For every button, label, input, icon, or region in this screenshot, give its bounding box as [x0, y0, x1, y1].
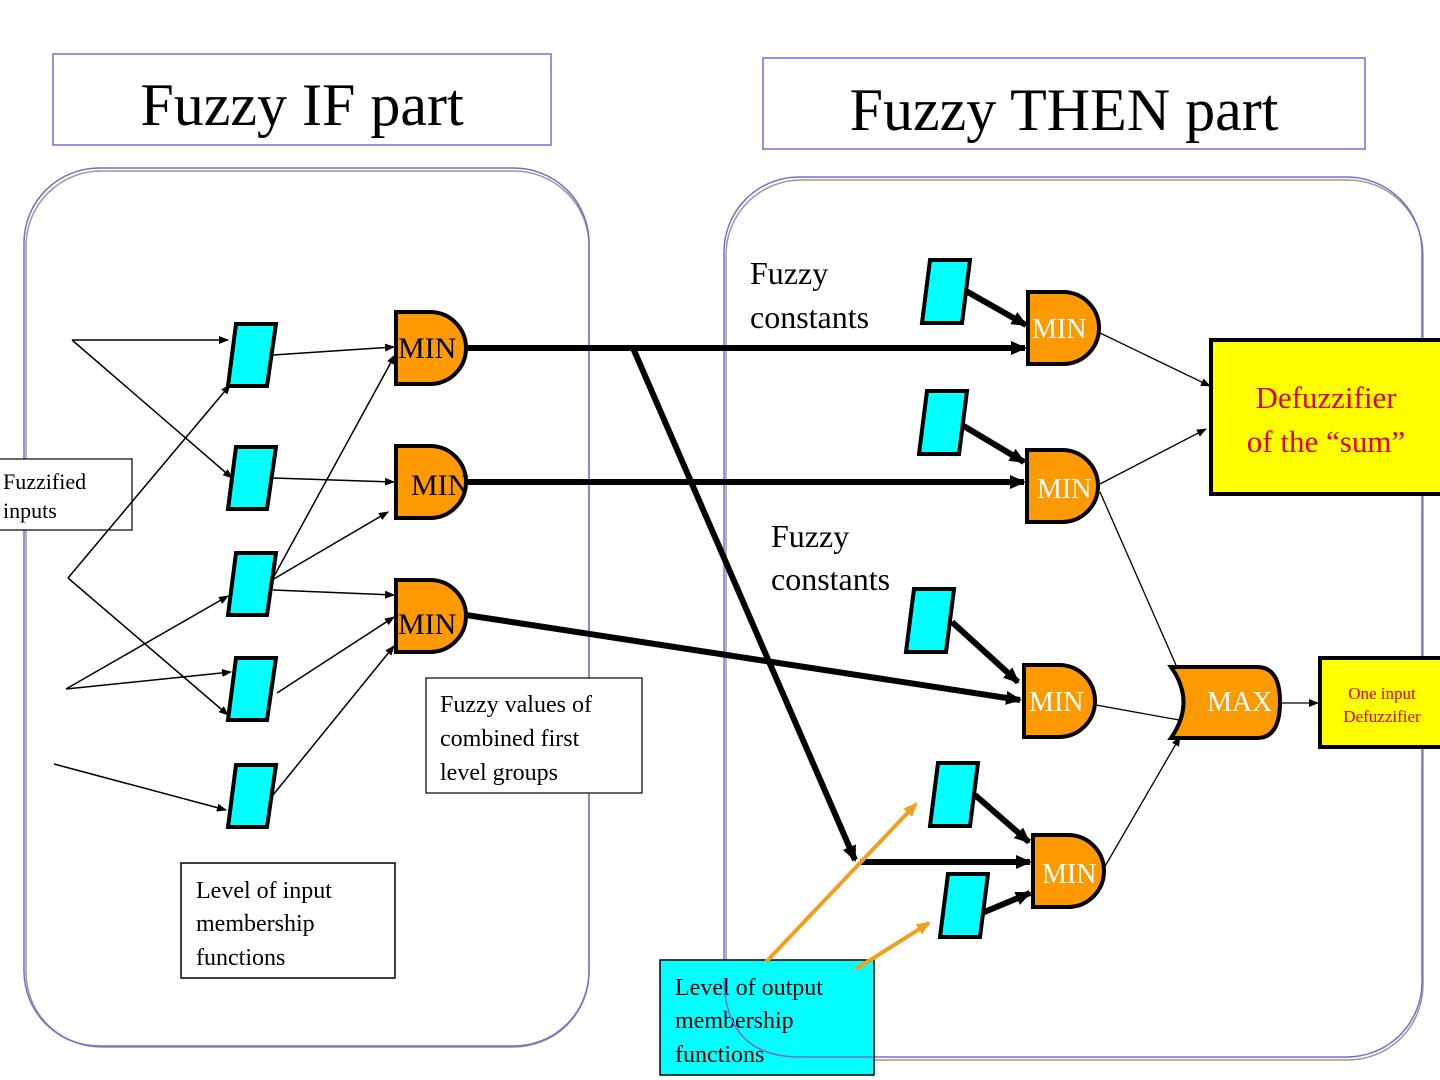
- membership-function-5: [225, 763, 279, 829]
- svg-text:Fuzzified: Fuzzified: [3, 469, 86, 494]
- membership-function-2: [225, 445, 279, 511]
- svg-text:constants: constants: [750, 299, 869, 335]
- fuzzified-inputs-label: Fuzzified inputs: [0, 458, 133, 531]
- if-part-title: Fuzzy IF part: [140, 72, 464, 138]
- svg-text:Level of output: Level of output: [675, 975, 823, 1001]
- svg-text:functions: functions: [196, 945, 285, 971]
- input-membership-functions: [225, 322, 279, 829]
- then-min-gate-2: MIN: [1025, 448, 1100, 524]
- svg-text:Defuzzifier: Defuzzifier: [1343, 707, 1421, 726]
- svg-text:combined first: combined first: [440, 726, 580, 752]
- if-min-gate-1: MIN: [394, 310, 468, 386]
- svg-text:MIN: MIN: [411, 469, 469, 502]
- svg-text:level groups: level groups: [440, 760, 558, 786]
- output-levels-label: Level of output membership functions: [659, 959, 875, 1076]
- membership-function-3: [225, 551, 279, 617]
- max-gate: MAX: [1167, 665, 1283, 740]
- membership-function-4: [225, 656, 279, 722]
- output-membership-function-3: [903, 587, 957, 654]
- output-membership-function-5: [937, 872, 991, 939]
- svg-text:membership: membership: [675, 1008, 794, 1034]
- input-levels-label: Level of input membership functions: [180, 862, 396, 979]
- svg-text:constants: constants: [771, 561, 890, 597]
- then-part-title: Fuzzy THEN part: [850, 77, 1279, 143]
- then-min-gate-3: MIN: [1022, 663, 1097, 739]
- svg-text:MIN: MIN: [1032, 314, 1086, 345]
- min-output-connections: [1095, 332, 1319, 869]
- svg-text:One input: One input: [1348, 684, 1416, 703]
- if-min-gate-2: MIN: [394, 444, 469, 520]
- svg-text:functions: functions: [675, 1042, 764, 1068]
- svg-text:inputs: inputs: [3, 498, 57, 523]
- constant-to-min-connections: [949, 288, 1032, 916]
- output-membership-function-4: [927, 761, 981, 828]
- fuzzy-constants-label-1: Fuzzy constants: [750, 255, 869, 335]
- if-min-gate-3: MIN: [394, 578, 468, 654]
- membership-function-1: [225, 322, 279, 388]
- svg-text:MIN: MIN: [398, 332, 456, 365]
- membership-to-min-connections: [271, 343, 396, 796]
- input-connections: [53, 336, 233, 812]
- then-min-gate-4: MIN: [1031, 833, 1106, 909]
- sum-defuzzifier: Defuzzifier of the “sum”: [1209, 338, 1440, 496]
- svg-text:Defuzzifier: Defuzzifier: [1255, 380, 1397, 415]
- svg-text:MIN: MIN: [398, 608, 456, 641]
- output-levels-annotation-arrows: [764, 802, 931, 971]
- fuzzy-values-label: Fuzzy values of combined first level gro…: [425, 677, 643, 794]
- output-membership-function-1: [919, 258, 973, 325]
- output-membership-function-2: [916, 389, 970, 456]
- if-part-title-box: Fuzzy IF part: [52, 53, 552, 146]
- svg-text:Fuzzy values of: Fuzzy values of: [440, 692, 592, 718]
- svg-text:MIN: MIN: [1037, 474, 1091, 505]
- svg-text:MIN: MIN: [1029, 687, 1083, 718]
- svg-text:Fuzzy: Fuzzy: [771, 518, 849, 554]
- one-input-defuzzifier: One input Defuzzifier: [1318, 656, 1440, 749]
- svg-text:MIN: MIN: [1042, 859, 1096, 890]
- output-membership-functions: [903, 258, 991, 939]
- then-part-frame: [725, 179, 1424, 1061]
- rule-connections: [465, 341, 1032, 869]
- then-min-gate-1: MIN: [1026, 290, 1101, 366]
- svg-text:Fuzzy: Fuzzy: [750, 255, 828, 291]
- svg-text:MAX: MAX: [1207, 687, 1272, 718]
- fuzzy-constants-label-2: Fuzzy constants: [771, 518, 890, 597]
- then-part-title-box: Fuzzy THEN part: [762, 57, 1366, 150]
- svg-text:membership: membership: [196, 911, 315, 937]
- svg-text:of the “sum”: of the “sum”: [1247, 424, 1405, 459]
- svg-text:Level of input: Level of input: [196, 878, 332, 904]
